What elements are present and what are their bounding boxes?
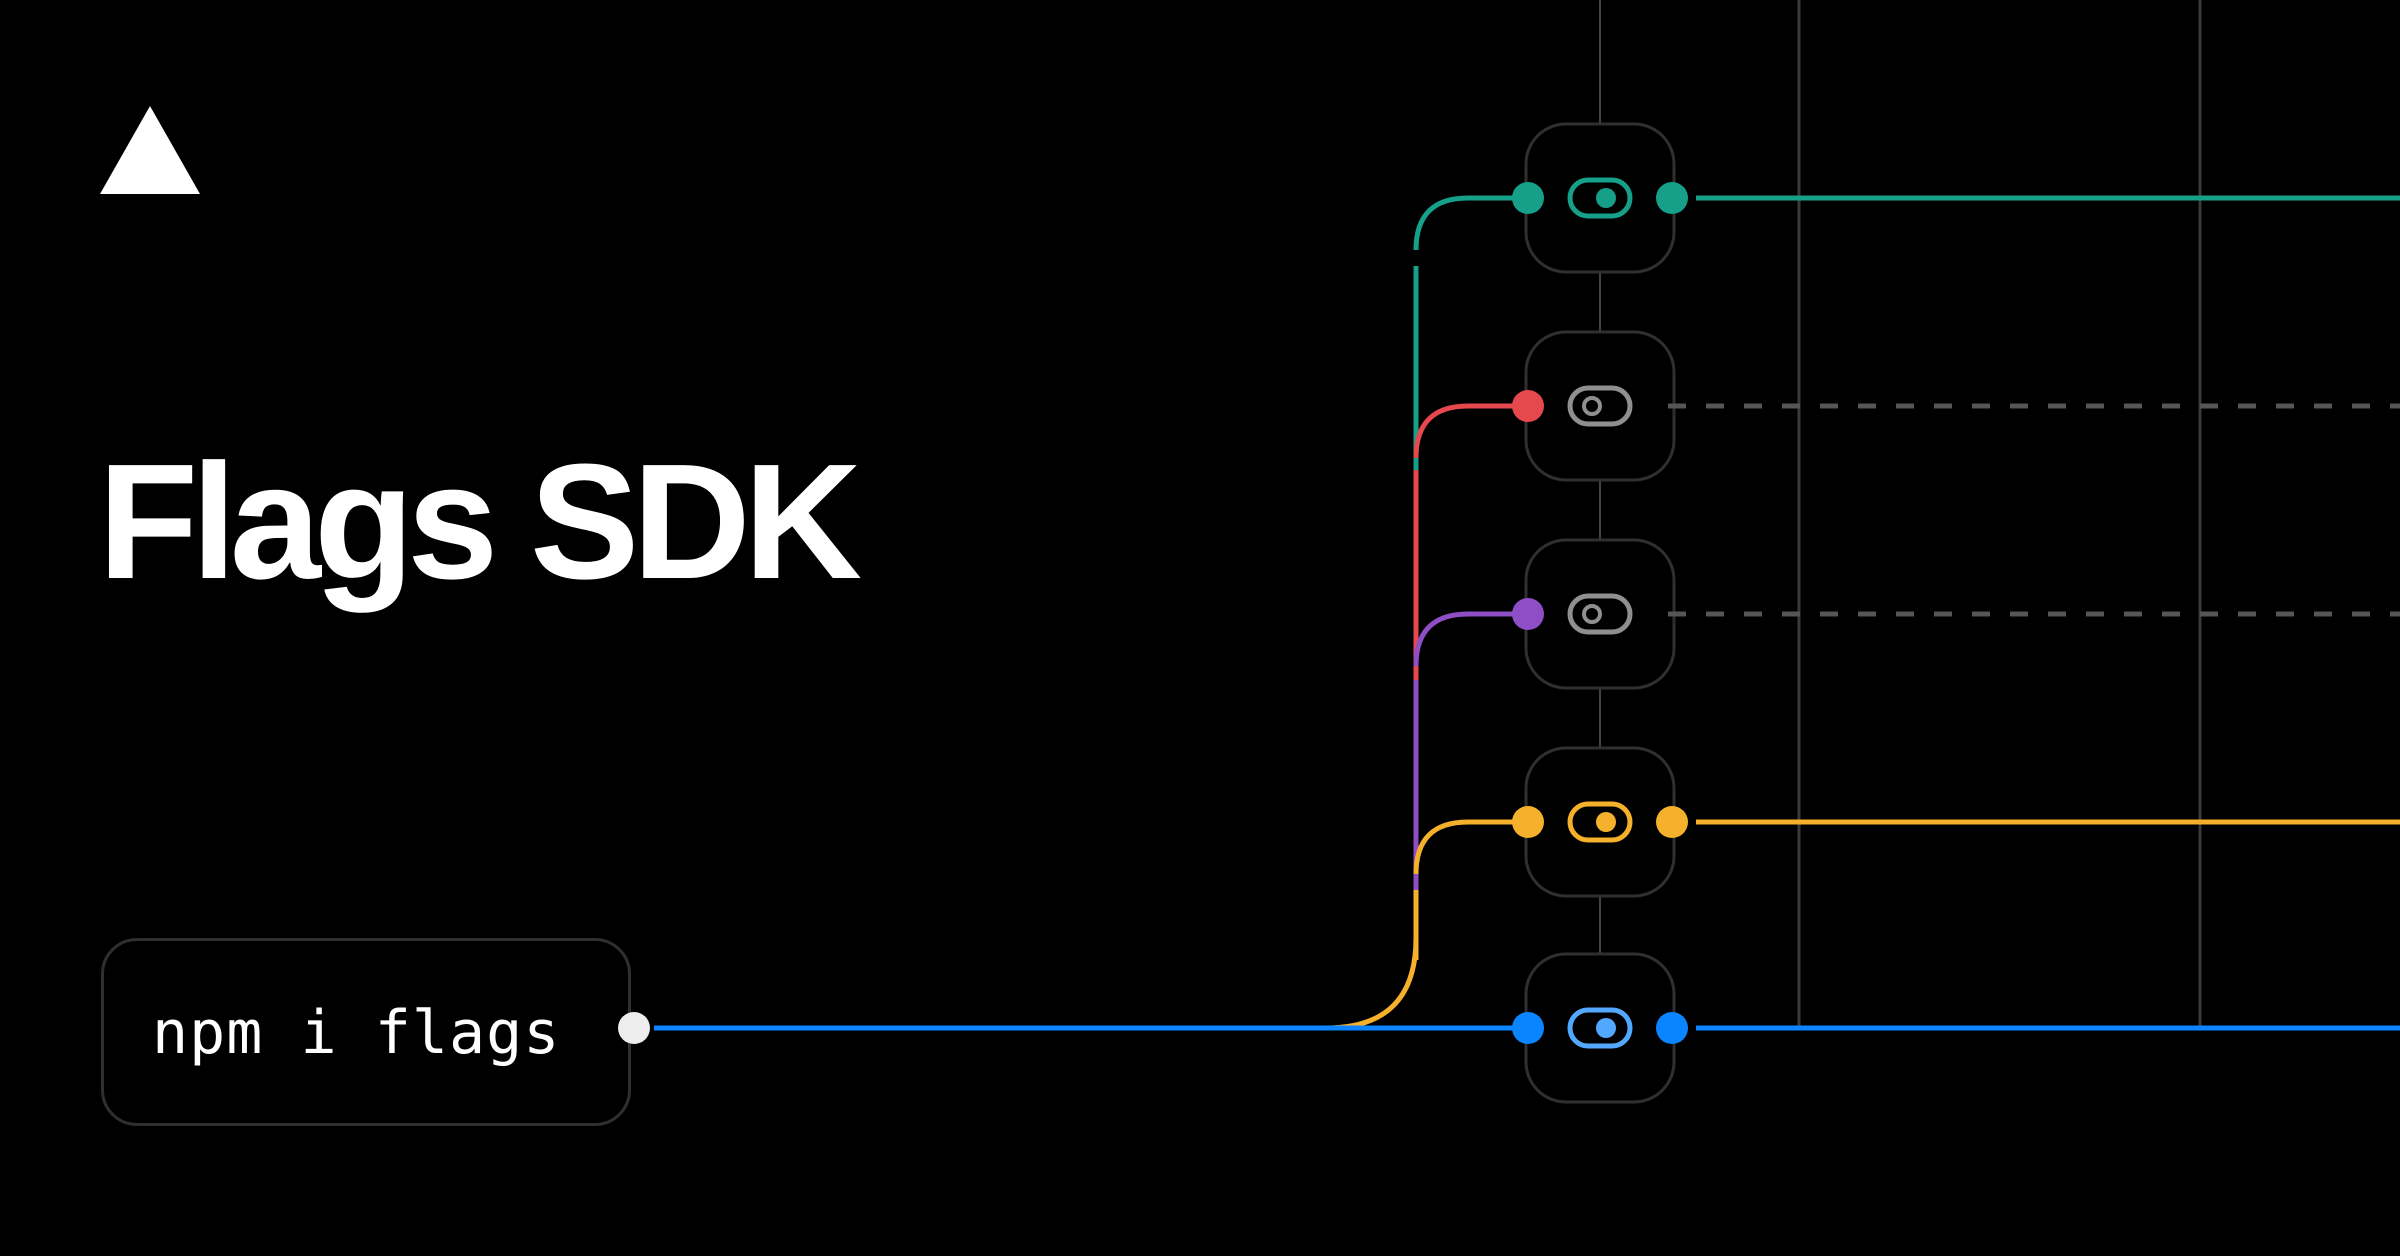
toggle-knob	[1596, 812, 1616, 832]
flag-wires	[654, 195, 2400, 1031]
toggle-knob	[1596, 188, 1616, 208]
connector-dots	[618, 182, 1688, 1044]
toggle-knob	[1596, 1018, 1616, 1038]
grid-lines	[1599, 0, 2202, 1028]
teal-output-dot	[1656, 182, 1688, 214]
blue-output-dot	[1656, 1012, 1688, 1044]
toggle-knob	[1582, 604, 1602, 624]
purple-input-dot	[1512, 598, 1544, 630]
blue-input-dot	[1512, 1012, 1544, 1044]
vercel-logo-icon	[100, 106, 200, 194]
toggle-on-icon[interactable]	[1567, 177, 1633, 219]
flag-nodes	[1524, 122, 1676, 1104]
command-output-dot	[618, 1012, 650, 1044]
install-command-text: npm i flags	[152, 998, 561, 1068]
teal-input-wire	[1413, 195, 1514, 251]
red-input-dot	[1512, 390, 1544, 422]
orange-feed-wire	[1325, 937, 1419, 1031]
toggle-knob	[1582, 396, 1602, 416]
toggle-off-icon[interactable]	[1567, 593, 1633, 635]
orange-input-wire	[1413, 819, 1514, 875]
page-title: Flags SDK	[98, 430, 862, 613]
toggle-on-icon[interactable]	[1567, 1007, 1633, 1049]
purple-input-wire	[1413, 611, 1514, 667]
teal-input-dot	[1512, 182, 1544, 214]
toggle-on-icon[interactable]	[1567, 801, 1633, 843]
orange-output-dot	[1656, 806, 1688, 838]
install-command-box	[101, 938, 631, 1126]
red-input-wire	[1413, 403, 1514, 459]
orange-input-dot	[1512, 806, 1544, 838]
toggle-off-icon[interactable]	[1567, 385, 1633, 427]
